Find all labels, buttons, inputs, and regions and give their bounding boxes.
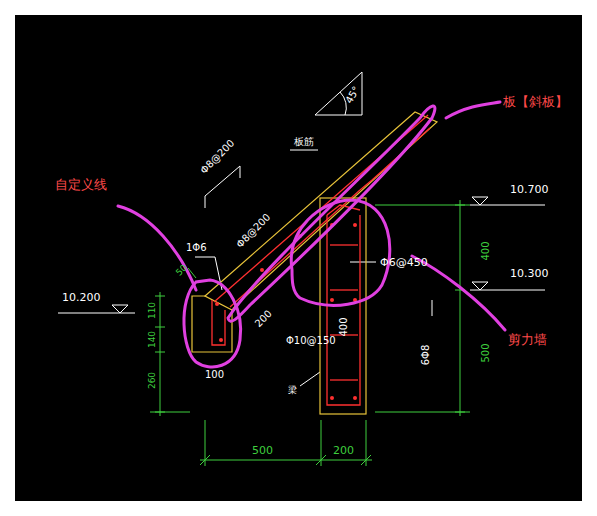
dimension-label: 260 <box>148 372 157 389</box>
level-label: 10.300 <box>510 268 549 279</box>
dimension-label: 500 <box>252 445 273 456</box>
dimension-label: 140 <box>148 331 157 348</box>
rebar-label: 6Φ8 <box>421 345 431 366</box>
dimension-label: 500 <box>481 343 491 362</box>
member-label: 梁 <box>288 386 297 395</box>
dimension-label: 200 <box>333 445 354 456</box>
callout-label: 剪力墙 <box>508 333 547 346</box>
rebar-label: Φ6@450 <box>380 257 428 268</box>
level-label: 10.700 <box>510 184 549 195</box>
callout-label: 板【斜板】 <box>503 95 568 108</box>
dimension-label: 100 <box>205 370 224 380</box>
rebar-label: 1Φ6 <box>186 243 207 253</box>
rebar-label: 板筋 <box>294 137 314 147</box>
rebar-label: Φ10@150 <box>286 336 336 346</box>
dimension-label: 400 <box>481 241 491 260</box>
dimension-label: 110 <box>148 302 157 319</box>
dimension-label: 400 <box>339 317 349 336</box>
callout-label: 自定义线 <box>55 178 107 191</box>
level-label: 10.200 <box>62 292 101 303</box>
